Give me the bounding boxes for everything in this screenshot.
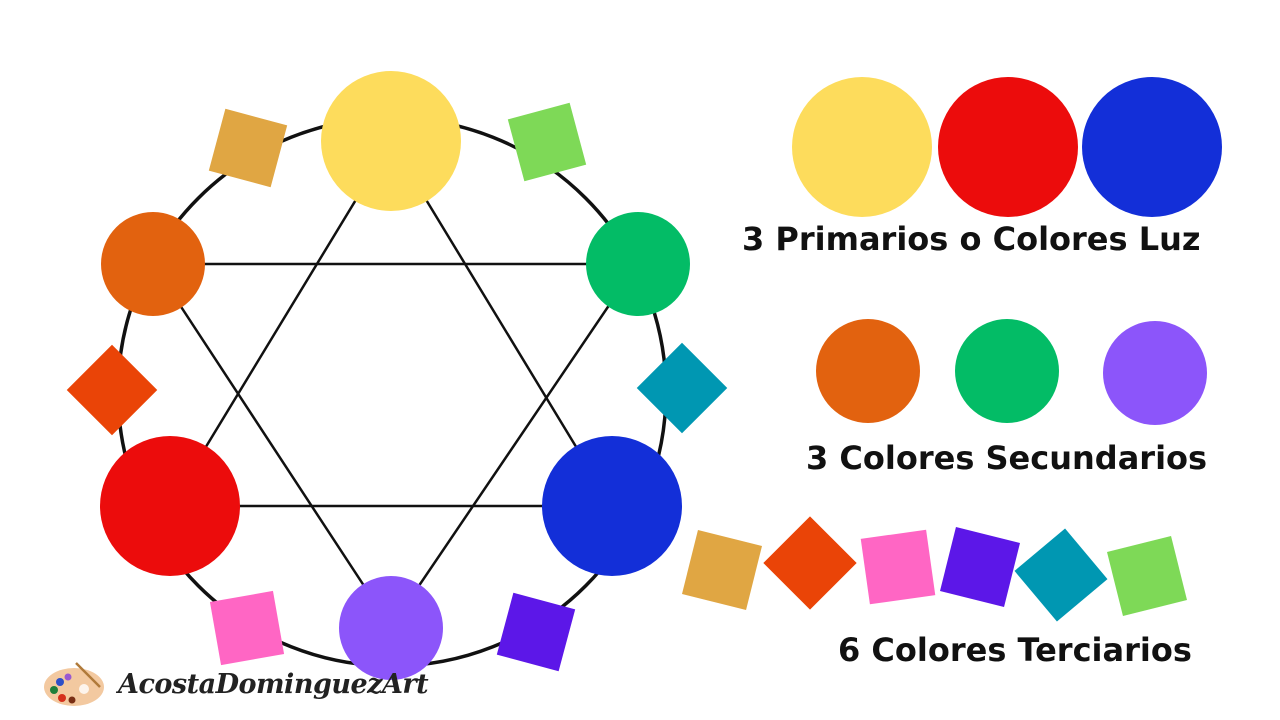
- legend-tertiary-yellow-orange: [681, 529, 763, 611]
- secondary-triangle: [150, 262, 640, 630]
- logo-text: AcostaDominguezArt: [118, 668, 429, 700]
- circle-yellow: [321, 71, 461, 211]
- circle-orange: [101, 212, 205, 316]
- circle-red: [100, 436, 240, 576]
- square-yellow-orange: [208, 108, 288, 188]
- palette-icon: [44, 662, 104, 706]
- circle-green: [586, 212, 690, 316]
- legend-tertiary-blue-green: [1014, 528, 1108, 622]
- square-blue-green: [636, 342, 728, 434]
- legend-tertiary-red-orange: [763, 516, 857, 610]
- legend-primary-red: [938, 77, 1078, 217]
- legend-secondary-violet: [1103, 321, 1207, 425]
- legend-primary-yellow: [792, 77, 932, 217]
- circle-violet: [339, 576, 443, 680]
- legend-secondary-green: [955, 319, 1059, 423]
- primaries-label: 3 Primarios o Colores Luz: [742, 220, 1201, 258]
- legend-primary-blue: [1082, 77, 1222, 217]
- primary-triangle: [167, 139, 615, 508]
- square-red-orange: [66, 344, 158, 436]
- square-red-violet: [209, 590, 285, 666]
- legend-tertiary-yellow-green: [1106, 535, 1188, 617]
- square-yellow-green: [507, 102, 587, 182]
- legend-tertiary-blue-violet: [939, 526, 1021, 608]
- tertiaries-label: 6 Colores Terciarios: [838, 631, 1192, 669]
- square-blue-violet: [496, 592, 576, 672]
- watermark-logo: AcostaDominguezArt: [40, 658, 429, 710]
- secondaries-label: 3 Colores Secundarios: [806, 439, 1208, 477]
- legend-tertiary-red-violet: [860, 529, 936, 605]
- circle-blue: [542, 436, 682, 576]
- legend-secondary-orange: [816, 319, 920, 423]
